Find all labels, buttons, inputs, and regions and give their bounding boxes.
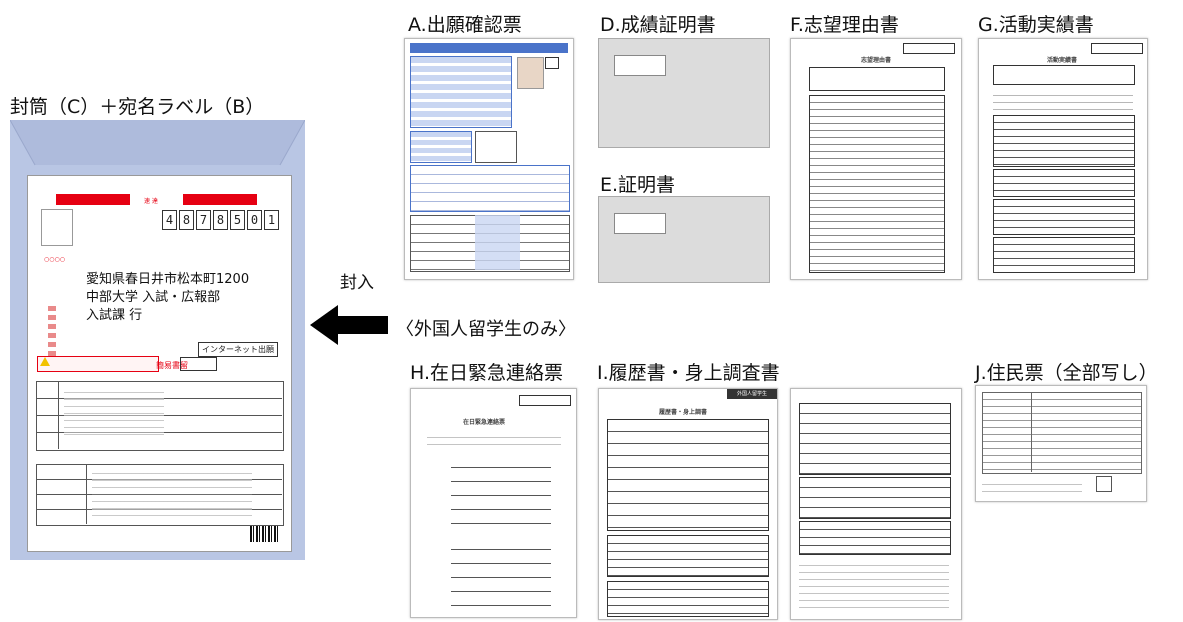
urgent-label: 簡易書留 [156, 361, 188, 370]
doc-h-heading: 在日緊急連絡票 [463, 419, 506, 426]
doc-i-thumbnail-page2 [790, 388, 962, 620]
doc-a-thumbnail [404, 38, 574, 280]
doc-h-thumbnail: 在日緊急連絡票 [410, 388, 577, 618]
doc-f-thumbnail: 志望理由書 [790, 38, 962, 280]
doc-e-thumbnail [598, 196, 770, 283]
doc-g-heading: 活動実績書 [1047, 57, 1078, 64]
doc-g-title: G.活動実績書 [978, 14, 1094, 36]
insert-arrow [310, 305, 388, 345]
doc-j-thumbnail [975, 385, 1147, 502]
postal-digit: 0 [247, 210, 262, 230]
doc-i-heading: 履歴書・身上調書 [659, 409, 708, 416]
doc-i-badge: 外国人留学生 [727, 389, 777, 399]
doc-g-thumbnail: 活動実績書 [978, 38, 1148, 280]
postal-digit: 1 [264, 210, 279, 230]
address-line-3: 入試課 行 [86, 308, 143, 323]
doc-e-title: E.証明書 [600, 174, 676, 196]
warning-icon [40, 357, 50, 366]
stamp-box [41, 209, 73, 246]
address-line-1: 愛知県春日井市松本町1200 [86, 272, 250, 287]
postal-code-boxes: 4 8 7 8 5 0 1 [162, 210, 279, 230]
doc-f-title: F.志望理由書 [790, 14, 899, 36]
insert-label: 封入 [340, 273, 374, 293]
doc-a-title: A.出願確認票 [408, 14, 522, 36]
postal-digit: 5 [230, 210, 245, 230]
photo-placeholder [517, 57, 544, 89]
urgent-box [180, 357, 217, 371]
doc-h-title: H.在日緊急連絡票 [410, 362, 563, 384]
postal-digit: 8 [213, 210, 228, 230]
warning-band [37, 356, 159, 372]
address-label: 速 達 ○○○○ 愛知県春日井市松本町1200 中部大学 入試・広報部 入試課 … [27, 175, 292, 552]
postal-digit: 4 [162, 210, 177, 230]
address-line-2: 中部大学 入試・広報部 [86, 290, 221, 305]
doc-d-thumbnail [598, 38, 770, 148]
postal-digit: 8 [179, 210, 194, 230]
red-bar-right [183, 194, 257, 205]
red-bar-left [56, 194, 130, 205]
doc-d-slot [614, 55, 666, 76]
label-stamp-text: 速 達 [144, 198, 158, 205]
doc-f-heading: 志望理由書 [861, 57, 892, 64]
doc-j-title: J.住民票（全部写し） [975, 362, 1158, 384]
internet-badge: インターネット出願 [198, 342, 278, 357]
checklist-table [36, 464, 284, 526]
barcode [250, 526, 278, 542]
red-vertical-text [48, 306, 56, 366]
doc-i-title: I.履歴書・身上調査書 [597, 362, 780, 384]
postal-digit: 7 [196, 210, 211, 230]
doc-e-slot [614, 213, 666, 234]
foreign-note: 〈外国人留学生のみ〉 [396, 319, 576, 340]
doc-d-title: D.成績証明書 [600, 14, 716, 36]
envelope-title: 封筒（C）＋宛名ラベル（B） [10, 96, 265, 118]
sender-table [36, 381, 284, 451]
stamp-note: ○○○○ [44, 256, 65, 263]
doc-i-thumbnail-page1: 外国人留学生 履歴書・身上調書 [598, 388, 778, 620]
